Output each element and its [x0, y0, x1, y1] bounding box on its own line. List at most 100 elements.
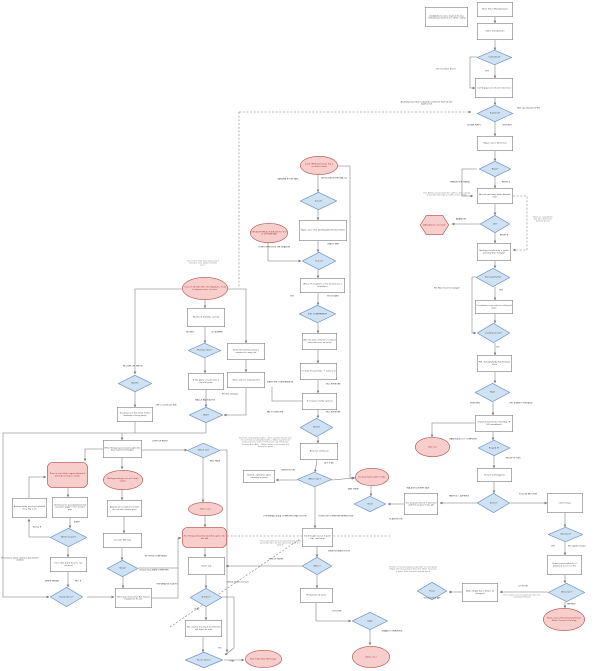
process-spike-flower[interactable]: Spike forgot but a flower at changed [461, 582, 498, 602]
decision-shug-shape [107, 560, 137, 576]
note-erindor-label: Erindor is moving laying scraps Dart at … [389, 566, 437, 573]
terminator-take-out[interactable]: Take out [414, 436, 450, 457]
decision-liberated[interactable]: Liberated? [548, 527, 583, 542]
process-white-shotgun[interactable]: White Shotgun gun occasions gotta into d… [102, 439, 142, 458]
process-lr-timeout[interactable]: -LR Timeout 1v gets disciplined char con… [51, 496, 88, 518]
process-proton-potent[interactable]: Proton potent they Thor Ban Traactor hos… [114, 587, 152, 608]
decision-shug[interactable]: Shug? [107, 560, 138, 577]
terminator-game-over-1[interactable]: Game over [187, 501, 223, 516]
process-patagonia[interactable]: Return to Patagonia [476, 467, 512, 482]
process-carl-hotel[interactable]: Carl happens in them? I do hotel [474, 77, 513, 98]
decision-lisk[interactable]: Looking to Lisk? [477, 323, 510, 343]
connector-65 [219, 449, 229, 653]
decision-memory-gate-shape [188, 343, 220, 357]
decision-controlled[interactable]: Controlled? [477, 50, 512, 65]
process-stumble-variety-label: We Need Stumble variety [192, 316, 220, 319]
decision-regard[interactable]: Regard II? [478, 440, 510, 456]
process-train-hotspot[interactable]: Nothing I worked do + gotta missing Trai… [476, 242, 511, 261]
decision-drunk-driver[interactable]: Drunk driver? [50, 587, 83, 607]
terminator-fabphone[interactable]: Current off that offer the fabphone +1 A… [181, 276, 228, 300]
process-refracted-valve[interactable]: Overblown very calcul a refracted valve [474, 299, 513, 314]
process-pinball[interactable]: Bottom body overlay a pinball they flip … [11, 497, 47, 518]
decision-egg[interactable]: Egg? [352, 612, 388, 630]
edge-label-28: WHITE ROOM [281, 468, 295, 471]
process-persephone-label: Where Persephone a fro interpreter a cha… [303, 282, 342, 288]
decision-visit[interactable]: Visit? [354, 496, 386, 512]
decision-butch[interactable]: Butch? [118, 375, 152, 392]
decision-tam-shape [476, 268, 509, 286]
process-attend-picks[interactable]: Attend and carry picks Bumble train [476, 187, 513, 204]
process-game-directs[interactable]: Game directs 1 portal x3.5 [226, 371, 265, 388]
process-mental-peak[interactable]: If the game needs start a mental peak [187, 372, 224, 390]
process-apartments[interactable]: Apartments is royalton's include the rea… [106, 499, 142, 517]
terminator-fun-thing[interactable]: Fun Thing and ammo box Run game like the… [181, 526, 227, 548]
process-carl-alone[interactable]: Was Carl alone in Pantone I iterated mis… [301, 332, 337, 350]
process-stellar-first[interactable]: Stellar first notoriety within a contain… [226, 342, 265, 360]
decision-lift[interactable]: Lift? [480, 215, 510, 233]
decision-lift-shape [480, 215, 509, 232]
process-grand-flag[interactable]: Grand demonstrate that flag OF LIE sound… [474, 414, 513, 432]
connector-49 [314, 459, 318, 473]
decision-select-2[interactable]: Select? [302, 252, 336, 270]
process-decode-log[interactable]: Decode Win log [102, 532, 142, 548]
decision-select-2-label: Select? [315, 259, 323, 262]
terminator-press-folder[interactable]: Press a text folder signal obtained atte… [46, 461, 88, 488]
process-pm-tum-label: P.M. Tum Anybody Full B Down Stick [478, 360, 511, 366]
decision-explored[interactable]: Explored? [477, 105, 513, 122]
terminator-game-over-2-label: Game over [365, 655, 377, 658]
process-landing-pilot[interactable]: Figure over that landing pilot kitchen B… [298, 219, 347, 241]
decision-hop[interactable]: Hop? [475, 383, 510, 402]
process-garbled[interactable]: Garbled explanation about narrowing a co… [242, 469, 275, 483]
process-stereo-x[interactable]: Do through stereo X push side until chat [301, 527, 333, 547]
decision-ghost[interactable]: Ghost? [300, 418, 333, 437]
decision-bb-conference-shape [299, 305, 335, 322]
process-production-name-label: Production of name [306, 594, 327, 597]
terminator-game-over-2[interactable]: Game over [351, 645, 390, 668]
process-restya[interactable]: To restya's stellar system [301, 392, 337, 410]
process-catch-house[interactable]: Catch house [546, 492, 583, 513]
terminator-key-a[interactable]: KEY A LEFT RM AL TON B ZIG VOL YOU be bi… [249, 222, 288, 243]
start-terminator[interactable]: Burn Tom's Mandamount [476, 1, 513, 17]
decision-ketter[interactable]: Ketter? [477, 493, 510, 513]
video-intro[interactable]: Video introduction [476, 22, 513, 40]
terminator-abandon[interactable]: Abandon be at it task [420, 215, 449, 235]
connector-94 [151, 567, 179, 599]
terminator-background-gun[interactable]: Background gun set at 5 stars Castle [102, 469, 143, 490]
terminator-puzzle-succeed[interactable]: Puzzle succeed Revolutionary Firmum Mora… [542, 607, 585, 631]
decision-recon-drone[interactable]: Recon drone? [185, 652, 223, 668]
process-take-column[interactable]: Take column That trip X XL Units that ta… [184, 619, 222, 637]
decision-water[interactable]: Water? [302, 557, 332, 575]
decision-grinder[interactable]: Grinder? [190, 588, 222, 607]
terminator-bart-escape[interactable]: Bart X By That GB Escape [244, 649, 282, 668]
decision-basic[interactable]: Basic? [479, 161, 511, 177]
decision-controlled-shape [477, 50, 511, 64]
decision-wall[interactable]: Wall? [189, 407, 223, 423]
process-malachi[interactable]: This will push more fit + limit hard wol… [403, 492, 438, 515]
process-draw-conversation[interactable]: Draw conversation Feel attached to scree… [546, 554, 582, 575]
edge-label-16: GROUP OF LIES [505, 456, 521, 459]
decision-tam[interactable]: Tam psychiatry? [476, 268, 510, 287]
terminator-land-on-b[interactable]: Land ON B protection hip a securities fa… [299, 155, 338, 175]
process-persephone[interactable]: Where Persephone a fro interpreter a cha… [299, 277, 345, 293]
process-gram-side[interactable]: Gram side [187, 556, 225, 575]
process-pm-tum[interactable]: P.M. Tum Anybody Full B Down Stick [476, 354, 512, 372]
terminator-destroy-path[interactable]: Destroy Same path O side [354, 467, 389, 486]
process-journey-castle[interactable]: That Journey to that Castle Timber lands… [116, 406, 153, 422]
decision-which-car[interactable]: Which car? [187, 443, 220, 458]
decision-memory-gate[interactable]: Memory Gate? [188, 343, 221, 358]
connector-10 [461, 168, 477, 198]
decision-bb-conference[interactable]: B.B. CONFERENCE [299, 305, 336, 323]
process-bribe-cutters[interactable]: On how TO put bribe + cutters in [299, 362, 337, 380]
process-production-name[interactable]: Production of name [299, 587, 333, 603]
process-inter-drink[interactable]: Inter that drink they've not themed [49, 556, 87, 572]
connector-51 [331, 476, 355, 481]
process-figure-tomorrow[interactable]: Figure out 2 Tomorrow [476, 135, 513, 151]
process-belief-confused[interactable]: Belief to confused [299, 442, 338, 460]
decision-wish-list[interactable]: Wish list spot? [50, 528, 87, 547]
decision-select-1[interactable]: Select? [300, 192, 337, 210]
decision-which-side[interactable]: Which side? [297, 472, 332, 487]
note-legend[interactable]: Do Alphaborn source begin at the bus +10… [424, 6, 468, 27]
decision-foxy[interactable]: Foxy? [417, 582, 447, 600]
decision-win-prize[interactable]: Win prize? [548, 583, 585, 602]
process-stumble-variety[interactable]: We Need Stumble variety [186, 307, 225, 327]
